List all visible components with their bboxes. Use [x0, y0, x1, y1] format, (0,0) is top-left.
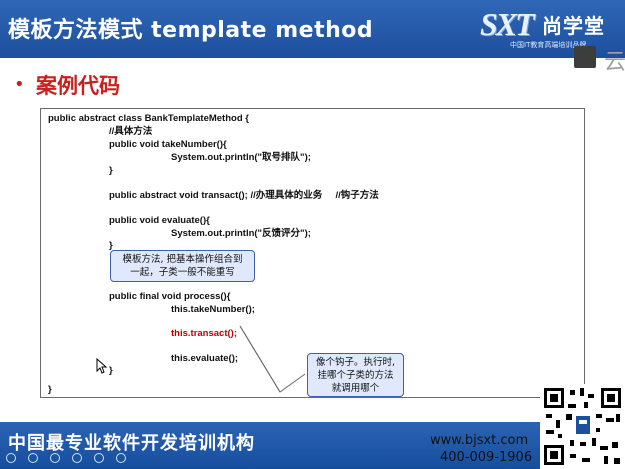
code-line: public void evaluate(){: [109, 215, 210, 226]
code-listing: public abstract class BankTemplateMethod…: [41, 109, 586, 399]
code-line: }: [109, 165, 113, 176]
logo-brand-cn: 尚学堂: [542, 14, 605, 38]
footer-slogan: 中国最专业软件开发培训机构: [8, 433, 255, 454]
hook-callout: 像个钩子。执行时, 挂哪个子类的方法 就调用哪个: [307, 353, 404, 397]
control-icon[interactable]: [50, 453, 60, 463]
slide-header: 模板方法模式 template method SXT 尚学堂 中国IT教育高端培…: [0, 0, 625, 58]
control-icon[interactable]: [6, 453, 16, 463]
sxt-logo: SXT 尚学堂 中国IT教育高端培训品牌: [480, 6, 625, 52]
corner-icon: [574, 46, 596, 68]
qr-code-icon: [540, 384, 625, 469]
callout-line: 挂哪个子类的方法: [317, 370, 394, 381]
code-line: System.out.println("反馈评分");: [171, 228, 311, 239]
code-line: public void takeNumber(){: [109, 139, 227, 150]
code-line: this.evaluate();: [171, 353, 239, 364]
code-line: }: [48, 384, 52, 395]
code-line: }: [109, 365, 113, 376]
callout-line: 就调用哪个: [331, 383, 380, 394]
code-line: public abstract void transact(); //办理具体的…: [109, 190, 379, 201]
section-title: 案例代码: [36, 74, 120, 98]
code-line: System.out.println("取号排队");: [171, 152, 311, 163]
callout-line: 一起，子类一般不能重写: [130, 267, 235, 278]
cursor-icon: [96, 358, 108, 374]
slide-title: 模板方法模式 template method: [8, 18, 374, 43]
code-line: }: [109, 240, 113, 251]
code-line: this.takeNumber();: [171, 304, 255, 315]
code-line: public final void process(){: [109, 291, 231, 302]
code-line-highlight: this.transact();: [171, 328, 237, 339]
slide-footer: 中国最专业软件开发培训机构: [0, 422, 625, 469]
corner-text: 云: [604, 50, 625, 75]
footer-phone: 400-009-1906: [440, 450, 533, 465]
code-line: public abstract class BankTemplateMethod…: [48, 113, 249, 124]
callout-line: 模板方法, 把基本操作组合到: [122, 254, 243, 265]
logo-brand: SXT: [480, 6, 535, 42]
control-icon[interactable]: [72, 453, 82, 463]
code-line: //具体方法: [109, 126, 153, 137]
section-bullet: •: [14, 74, 25, 95]
callout-line: 像个钩子。执行时,: [315, 357, 396, 368]
footer-website: www.bjsxt.com: [430, 433, 529, 448]
logo-subtitle: 中国IT教育高端培训品牌: [510, 41, 587, 49]
template-method-callout: 模板方法, 把基本操作组合到 一起，子类一般不能重写: [110, 250, 255, 282]
control-icon[interactable]: [28, 453, 38, 463]
control-icon[interactable]: [94, 453, 104, 463]
control-icon[interactable]: [116, 453, 126, 463]
